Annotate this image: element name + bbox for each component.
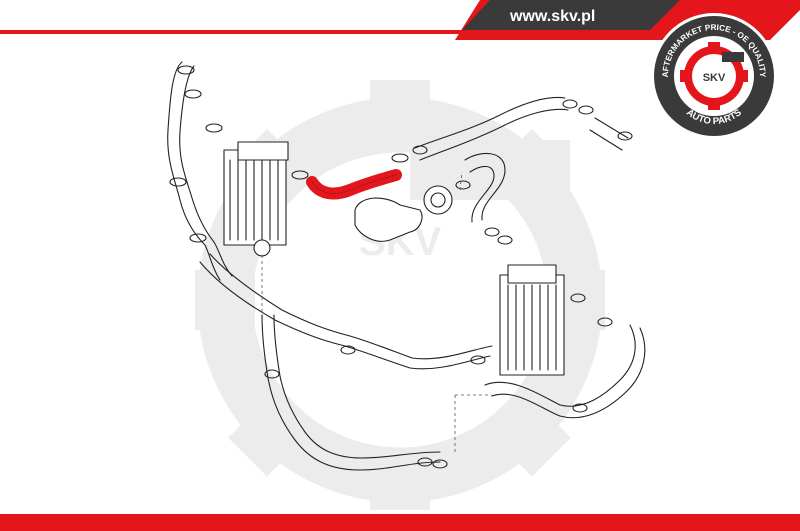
hose-upper-right-small-outline [589,129,623,151]
hose-upper-right-small [594,117,629,139]
hose-left-vertical-outline [179,65,233,277]
logo-center-text: SKV [703,72,726,84]
watermark-gear-icon [195,80,605,510]
website-url[interactable]: www.skv.pl [510,8,596,25]
gear-icon [680,42,748,110]
hose-right-s-outline [469,165,495,223]
hose-right-lower [484,324,636,407]
header-dark-band [462,0,680,30]
highlighted-hose[interactable] [306,169,402,200]
hose-top-right-outline [419,108,569,161]
throttle-body [354,185,453,242]
skv-logo: SKV AFTERMARKET PRICE - OE QUALITY AUTO … [651,13,777,139]
assembly-lines [261,171,492,455]
hose-lower-left-outline [273,314,441,459]
hose-bottom-left-outline [209,253,493,360]
hose-right-s [464,152,506,221]
intercooler-right [499,264,565,376]
hose-top-right [414,96,566,149]
intercooler-left [223,141,289,257]
hose-left-vertical [167,61,221,281]
footer-band [0,514,800,531]
header-accent-line [0,30,480,34]
hose-right-lower-outline [491,327,646,419]
hose-lower-left [261,314,441,471]
hose-clamps [169,65,633,469]
